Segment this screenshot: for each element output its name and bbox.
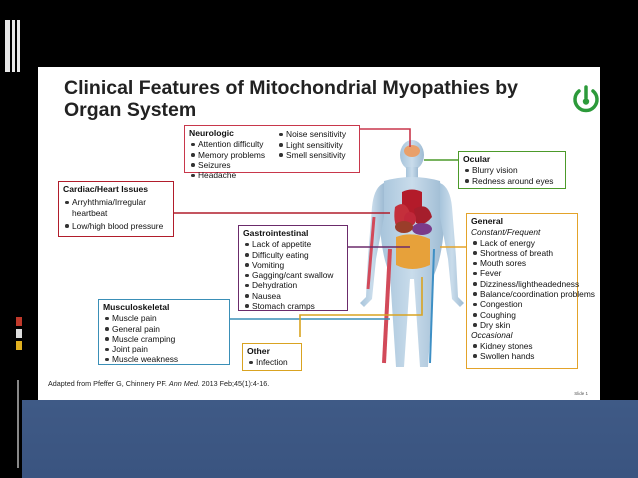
slide-title: Clinical Features of Mitochondrial Myopa… (64, 77, 518, 121)
list-item: Stomach cramps (243, 301, 343, 311)
list-item: Dry skin (471, 320, 573, 330)
ocular-list: Blurry vision Redness around eyes (463, 165, 561, 186)
decor-bar-1 (5, 20, 10, 72)
list-item: Fever (471, 268, 573, 278)
list-item: Low/high blood pressure (63, 221, 169, 231)
bottom-band (22, 400, 638, 478)
list-item: Muscle cramping (103, 334, 225, 344)
decor-square-white (16, 329, 22, 338)
list-item: Mouth sores (471, 258, 573, 268)
list-item: Dehydration (243, 280, 343, 290)
other-header: Other (247, 346, 270, 356)
other-connector (299, 277, 423, 337)
cardiac-box: Cardiac/Heart Issues Arryhthmia/Irregula… (58, 181, 174, 237)
list-item: Arryhthmia/Irregular heartbeat (63, 197, 153, 218)
human-body-silhouette (360, 140, 464, 367)
decor-square-yellow (16, 341, 22, 350)
general-subheader-frequent: Constant/Frequent (471, 227, 541, 238)
list-item: Joint pain (103, 344, 225, 354)
caption-journal: Ann Med. (168, 379, 200, 388)
list-item: Noise sensitivity (277, 129, 346, 139)
list-item: Lack of appetite (243, 239, 343, 249)
left-margin (0, 0, 22, 478)
list-item: General pain (103, 324, 225, 334)
general-header: General (471, 216, 504, 226)
gastro-box: Gastrointestinal Lack of appetite Diffic… (238, 225, 348, 311)
list-item: Muscle weakness (103, 354, 225, 364)
list-item: Blurry vision (463, 165, 561, 175)
decor-square-red (16, 317, 22, 326)
list-item: Gagging/cant swallow (243, 270, 343, 280)
caption-suffix: 2013 Feb;45(1):4-16. (199, 379, 270, 388)
list-item: Nausea (243, 291, 343, 301)
list-item: Shortness of breath (471, 248, 573, 258)
decor-bar-2 (12, 20, 15, 72)
cardiac-header: Cardiac/Heart Issues (63, 184, 149, 194)
ocular-header: Ocular (463, 154, 491, 164)
list-item: Attention difficulty (189, 139, 265, 149)
gastro-header: Gastrointestinal (243, 228, 309, 238)
musculo-header: Musculoskeletal (103, 302, 170, 312)
neurologic-list-2: Noise sensitivity Light sensitivity Smel… (277, 129, 346, 180)
caption-prefix: Adapted from Pfeffer G, Chinnery PF. (48, 379, 169, 388)
general-list-frequent: Lack of energy Shortness of breath Mouth… (471, 238, 595, 331)
slide-content: Clinical Features of Mitochondrial Myopa… (38, 67, 600, 400)
gastro-list: Lack of appetite Difficulty eating Vomit… (243, 239, 343, 311)
musculo-list: Muscle pain General pain Muscle cramping… (103, 313, 225, 364)
power-logo-icon (573, 85, 599, 113)
musculo-box: Musculoskeletal Muscle pain General pain… (98, 299, 230, 365)
other-list: Infection (247, 357, 297, 367)
list-item: Vomiting (243, 260, 343, 270)
decor-bar-3 (17, 20, 20, 72)
list-item: Kidney stones (471, 341, 573, 351)
citation-caption: Adapted from Pfeffer G, Chinnery PF. Ann… (48, 379, 269, 388)
list-item: Memory problems (189, 150, 265, 160)
other-box: Other Infection (242, 343, 302, 371)
list-item: Muscle pain (103, 313, 225, 323)
neurologic-box: Neurologic Attention difficulty Memory p… (184, 125, 360, 180)
list-item: Swollen hands (471, 351, 573, 361)
list-item: Seizures (189, 160, 265, 170)
list-item: Congestion (471, 299, 573, 309)
cardiac-list: Arryhthmia/Irregular heartbeat Low/high … (63, 197, 169, 231)
body-diagram (174, 128, 466, 367)
neurologic-list-1: Attention difficulty Memory problems Sei… (189, 139, 265, 180)
list-item: Coughing (471, 310, 573, 320)
list-item: Headache (189, 170, 265, 180)
list-item: Smell sensitivity (277, 150, 346, 160)
list-item: Lack of energy (471, 238, 573, 248)
list-item: Dizziness/lightheadedness (471, 279, 579, 289)
list-item: Light sensitivity (277, 140, 346, 150)
list-item: Difficulty eating (243, 250, 343, 260)
ocular-box: Ocular Blurry vision Redness around eyes (458, 151, 566, 189)
general-subheader-occasional: Occasional (471, 330, 513, 341)
neurologic-header: Neurologic (189, 128, 234, 138)
list-item: Infection (247, 357, 297, 367)
slide-number: Slide 1 (574, 391, 588, 396)
list-item: Redness around eyes (463, 176, 561, 186)
general-box: General Constant/Frequent Lack of energy… (466, 213, 595, 369)
decor-bar-4 (17, 380, 19, 468)
neurologic-connector (360, 128, 411, 147)
general-list-occasional: Kidney stones Swollen hands (471, 341, 573, 362)
list-item: Balance/coordination problems (471, 289, 595, 299)
